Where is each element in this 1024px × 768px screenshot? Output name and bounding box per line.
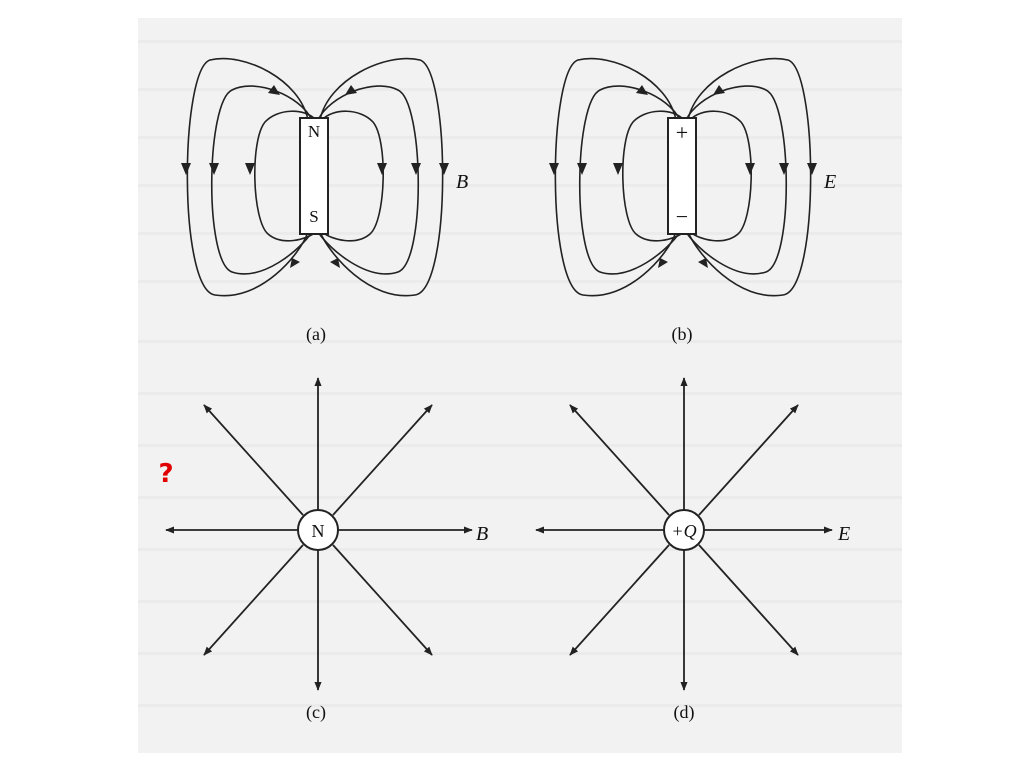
radial-field-lines bbox=[535, 377, 833, 691]
positive-end-label: + bbox=[676, 120, 688, 145]
caption-c: (c) bbox=[306, 702, 326, 723]
diagram-b-electric-dipole: + − E (b) bbox=[549, 57, 836, 345]
field-symbol-e: E bbox=[837, 523, 850, 545]
bar-magnet bbox=[299, 117, 329, 235]
field-direction-arrows bbox=[181, 85, 449, 268]
diagram-d-point-charge: +Q E (d) bbox=[535, 377, 850, 723]
field-symbol-b: B bbox=[476, 523, 488, 545]
north-pole-label: N bbox=[308, 122, 320, 141]
field-direction-arrows bbox=[549, 85, 817, 268]
charged-rod bbox=[667, 117, 697, 235]
diagram-a-bar-magnet: N S B (a) bbox=[181, 57, 468, 345]
radial-field-lines bbox=[165, 377, 473, 691]
caption-a: (a) bbox=[306, 324, 326, 345]
caption-b: (b) bbox=[672, 324, 693, 345]
scanned-page-background bbox=[138, 18, 902, 753]
background-text-bleed bbox=[138, 40, 902, 707]
magnetic-field-lines bbox=[186, 57, 444, 297]
charge-label: +Q bbox=[671, 521, 696, 541]
field-symbol-b: B bbox=[456, 171, 468, 193]
point-charge-circle bbox=[663, 509, 705, 551]
electric-field-lines bbox=[554, 57, 812, 297]
north-pole-label: N bbox=[312, 521, 325, 541]
field-symbol-e: E bbox=[823, 171, 836, 193]
question-mark-annotation: ? bbox=[158, 459, 173, 489]
north-pole-circle bbox=[297, 509, 339, 551]
caption-d: (d) bbox=[674, 702, 695, 723]
negative-end-label: − bbox=[676, 204, 688, 229]
diagram-c-monopole: N B (c) bbox=[165, 377, 488, 723]
south-pole-label: S bbox=[309, 207, 318, 226]
